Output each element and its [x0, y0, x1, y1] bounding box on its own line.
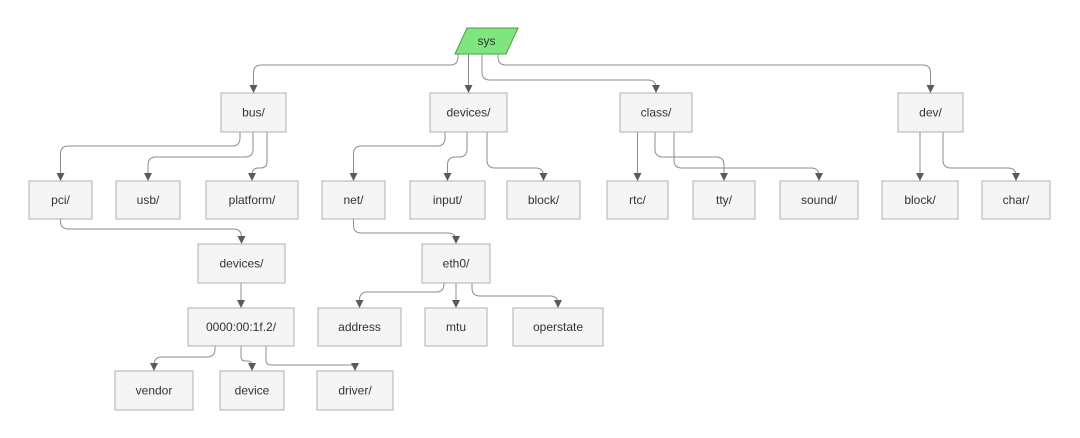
- node-box: [506, 180, 581, 220]
- edge-dev-char: [942, 132, 1020, 181]
- node-rtc: rtc/: [606, 180, 669, 220]
- node-label: address: [338, 320, 381, 334]
- edge-sys-class: [481, 54, 660, 93]
- edge-bus-usb: [144, 132, 254, 181]
- node-box: [692, 180, 756, 220]
- node-input: input/: [409, 180, 486, 220]
- node-box: [881, 180, 959, 220]
- node-label: device: [235, 384, 270, 398]
- edge-pci-devices2: [60, 219, 246, 244]
- node-label: tty/: [716, 193, 733, 207]
- node-box: [619, 92, 693, 133]
- node-box: [409, 180, 486, 220]
- node-dev: dev/: [897, 92, 964, 133]
- node-box: [197, 243, 286, 284]
- edge-eth0-operstate: [471, 283, 562, 308]
- node-pci_addr: 0000:00:1f.2/: [187, 307, 295, 347]
- node-label: devices/: [446, 106, 491, 120]
- node-label: vendor: [136, 384, 173, 398]
- edge-pci_addr-vendor: [150, 346, 216, 371]
- node-box: [321, 180, 386, 220]
- node-sys: sys: [454, 27, 519, 55]
- node-box: [897, 92, 964, 133]
- node-label: driver/: [338, 384, 372, 398]
- node-box: [606, 180, 669, 220]
- node-box: [28, 180, 93, 220]
- node-label: char/: [1003, 193, 1030, 207]
- node-char: char/: [981, 180, 1051, 220]
- node-box: [429, 92, 508, 133]
- node-tty: tty/: [692, 180, 756, 220]
- node-pci: pci/: [28, 180, 93, 220]
- node-label: class/: [641, 106, 672, 120]
- node-label: rtc/: [629, 193, 646, 207]
- node-box: [115, 180, 181, 220]
- node-box: [981, 180, 1051, 220]
- node-label: block/: [528, 193, 560, 207]
- node-devices2: devices/: [197, 243, 286, 284]
- edge-bus-pci: [56, 132, 241, 181]
- node-label: net/: [343, 193, 364, 207]
- node-block_devices: block/: [506, 180, 581, 220]
- node-label: eth0/: [443, 257, 470, 271]
- node-label: pci/: [51, 193, 70, 207]
- root-node-shape: [454, 27, 519, 55]
- edge-class-sound: [673, 132, 823, 181]
- node-box: [316, 370, 394, 411]
- edge-sys-bus: [249, 54, 459, 93]
- node-device: device: [219, 370, 285, 411]
- node-operstate: operstate: [512, 307, 604, 347]
- edge-devices-net: [349, 132, 446, 181]
- node-box: [187, 307, 295, 347]
- node-block_dev: block/: [881, 180, 959, 220]
- node-box: [219, 370, 285, 411]
- edge-class-tty: [654, 132, 728, 181]
- node-label: platform/: [229, 193, 276, 207]
- node-label: 0000:00:1f.2/: [206, 320, 277, 334]
- node-box: [421, 243, 491, 284]
- node-mtu: mtu: [424, 307, 488, 347]
- node-driver: driver/: [316, 370, 394, 411]
- node-box: [205, 180, 299, 220]
- node-label: operstate: [533, 320, 583, 334]
- edge-sys-dev: [497, 54, 935, 93]
- node-box: [424, 307, 488, 347]
- node-label: dev/: [919, 106, 942, 120]
- node-box: [114, 370, 194, 411]
- node-box: [317, 307, 402, 347]
- node-label: mtu: [446, 320, 466, 334]
- node-devices: devices/: [429, 92, 508, 133]
- edge-pci_addr-device: [240, 346, 256, 371]
- node-label: block/: [904, 193, 936, 207]
- edge-eth0-address: [355, 283, 445, 308]
- node-box: [779, 180, 859, 220]
- node-eth0: eth0/: [421, 243, 491, 284]
- node-label: sound/: [801, 193, 838, 207]
- node-vendor: vendor: [114, 370, 194, 411]
- node-sound: sound/: [779, 180, 859, 220]
- edge-bus-platform: [248, 132, 268, 181]
- node-label: usb/: [137, 193, 160, 207]
- node-class: class/: [619, 92, 693, 133]
- node-usb: usb/: [115, 180, 181, 220]
- node-layer: sys bus/devices/class/dev/pci/usb/platfor…: [28, 27, 1051, 411]
- node-label: devices/: [219, 257, 264, 271]
- edge-pci_addr-driver: [265, 346, 359, 371]
- node-platform: platform/: [205, 180, 299, 220]
- node-address: address: [317, 307, 402, 347]
- node-label: input/: [433, 193, 463, 207]
- node-box: [512, 307, 604, 347]
- edge-devices-input: [443, 132, 468, 181]
- node-label: bus/: [242, 106, 265, 120]
- node-bus: bus/: [220, 92, 287, 133]
- edge-net-eth0: [353, 219, 460, 244]
- edge-devices-block_devices: [486, 132, 548, 181]
- node-box: [220, 92, 287, 133]
- node-net: net/: [321, 180, 386, 220]
- node-label: sys: [478, 34, 496, 48]
- edge-layer: [56, 54, 1020, 371]
